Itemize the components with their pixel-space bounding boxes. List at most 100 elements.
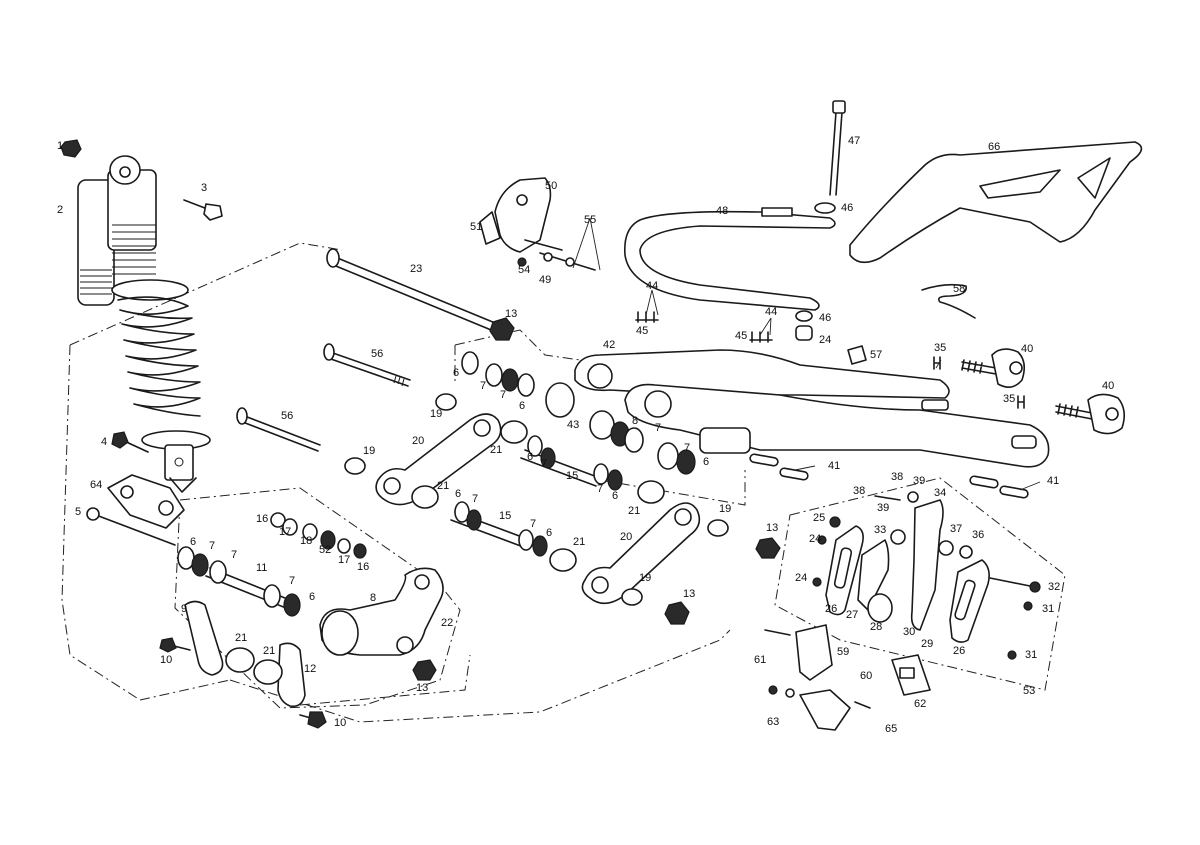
link-arm-20a-hole-a xyxy=(383,477,401,495)
callout-label: 21 xyxy=(437,480,449,492)
lower-outline xyxy=(139,654,471,706)
bolt-5-head xyxy=(86,507,100,521)
callout-label: 13 xyxy=(683,588,695,600)
washer-46b xyxy=(795,310,813,322)
washer-21-link-b xyxy=(411,485,439,509)
callout-label: 34 xyxy=(934,487,946,499)
callout-label: 7 xyxy=(541,458,547,470)
chain-guide-tab xyxy=(761,207,793,217)
washer-19a xyxy=(435,393,457,411)
callout-label: 11 xyxy=(256,562,267,574)
bolt-4-head xyxy=(111,431,129,449)
bolt-56b-shaft xyxy=(241,414,321,446)
swingarm xyxy=(574,349,1050,468)
callout-label: 39 xyxy=(877,502,889,514)
callout-label: 46 xyxy=(819,312,831,324)
washer-55 xyxy=(565,257,575,267)
nut-24b xyxy=(817,535,827,545)
callout-label: 35 xyxy=(934,342,946,354)
callout-label: 26 xyxy=(825,603,837,615)
axle-parts xyxy=(847,283,1126,435)
callout-label: 6 xyxy=(455,488,461,500)
callout-label: 36 xyxy=(972,529,984,541)
adjuster-block-40a xyxy=(991,348,1026,388)
clip-44a xyxy=(635,311,659,323)
chain-guide-48 xyxy=(623,207,836,311)
callout-label: 26 xyxy=(953,645,965,657)
nut-13-right xyxy=(755,537,781,559)
callout-label: 30 xyxy=(903,626,915,638)
pins xyxy=(450,435,623,557)
callout-label: 6 xyxy=(546,527,552,539)
callout-label: 7 xyxy=(289,575,295,587)
callout-label: 7 xyxy=(500,389,506,401)
nut-13-middle xyxy=(664,601,690,625)
callout-label: 21 xyxy=(263,645,275,657)
swingarm-pivot-a xyxy=(587,363,613,389)
callout-label: 24 xyxy=(809,533,821,545)
callout-label: 24 xyxy=(819,334,831,346)
pivot-bush-a xyxy=(589,410,615,440)
plate-65 xyxy=(799,689,851,731)
chain-guard-66 xyxy=(849,141,1143,264)
callout-label: 13 xyxy=(766,522,778,534)
callout-label: 21 xyxy=(628,505,640,517)
callout-label: 6 xyxy=(309,591,315,603)
swingarm-lower-arm xyxy=(624,383,1050,468)
bearing-7b xyxy=(501,368,519,392)
slider-41b xyxy=(779,467,809,481)
washer-46a xyxy=(814,202,836,214)
bush-52 xyxy=(320,530,336,550)
washer-21-link-a xyxy=(500,420,528,444)
callout-label: 56 xyxy=(281,410,293,422)
bolt-23-head xyxy=(326,248,340,268)
callout-label: 44 xyxy=(765,306,777,318)
callout-label: 10 xyxy=(334,717,346,729)
bolt-55a xyxy=(524,239,563,251)
bush-18 xyxy=(302,523,318,541)
pin-15a-bush-6 xyxy=(527,435,543,457)
nut-32 xyxy=(1029,581,1041,593)
callout-label: 19 xyxy=(430,408,442,420)
callout-label: 37 xyxy=(950,523,962,535)
bolt-47-group xyxy=(795,100,846,341)
link-arm-20b-hole-a xyxy=(591,576,609,594)
clip-35b xyxy=(1017,395,1025,409)
callout-label: 12 xyxy=(304,663,316,675)
callout-label: 17 xyxy=(279,526,291,538)
washer-39 xyxy=(907,491,919,503)
plate-64-hole-a xyxy=(120,485,134,499)
callout-label: 24 xyxy=(795,572,807,584)
nut-54 xyxy=(517,257,527,267)
plate-34 xyxy=(910,499,944,631)
callout-label: 7 xyxy=(655,422,661,434)
adjuster-bolt-40a xyxy=(961,359,997,375)
pin-15b-bear-7b xyxy=(532,535,548,557)
long-bolts xyxy=(236,248,515,452)
rocker-bush-7b xyxy=(209,560,227,584)
bolt-3-head xyxy=(203,203,223,221)
bolt-56a-shaft xyxy=(329,351,411,381)
callout-label: 33 xyxy=(874,524,886,536)
callout-label: 4 xyxy=(101,436,107,448)
shock-absorber xyxy=(77,155,211,493)
bracket-50-hole xyxy=(516,194,528,206)
bolt-56a-shaft-b xyxy=(327,357,409,387)
block-57 xyxy=(847,345,867,365)
plate-26b-slot xyxy=(954,579,976,621)
pin-15a-bear-7b xyxy=(607,469,623,491)
callout-label: 55 xyxy=(584,214,596,226)
callout-label: 8 xyxy=(370,592,376,604)
plate-62-slot xyxy=(899,667,915,679)
callout-label: 19 xyxy=(719,503,731,515)
callout-label: 6 xyxy=(453,367,459,379)
bolt-56b-head xyxy=(236,407,248,425)
leader-lines xyxy=(572,217,1041,491)
main-assembly-outline xyxy=(61,242,731,723)
bolt-60 xyxy=(854,701,871,709)
callout-label: 7 xyxy=(231,549,237,561)
callout-label: 44 xyxy=(646,280,658,292)
callout-label: 8 xyxy=(632,415,638,427)
